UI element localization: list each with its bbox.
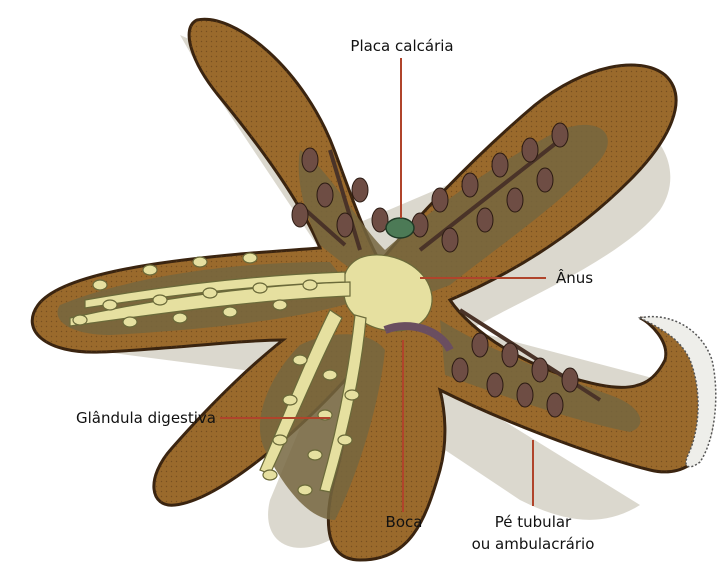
label-glandula-digestiva: Glândula digestiva [76, 409, 216, 427]
label-boca: Boca [386, 513, 423, 531]
label-placa-calcaria: Placa calcária [350, 37, 453, 55]
label-anus: Ânus [556, 268, 593, 287]
label-ambulacrario: ou ambulacrário [472, 535, 595, 553]
label-pe-tubular: Pé tubular [495, 513, 572, 531]
calcareous-plate [386, 218, 414, 238]
